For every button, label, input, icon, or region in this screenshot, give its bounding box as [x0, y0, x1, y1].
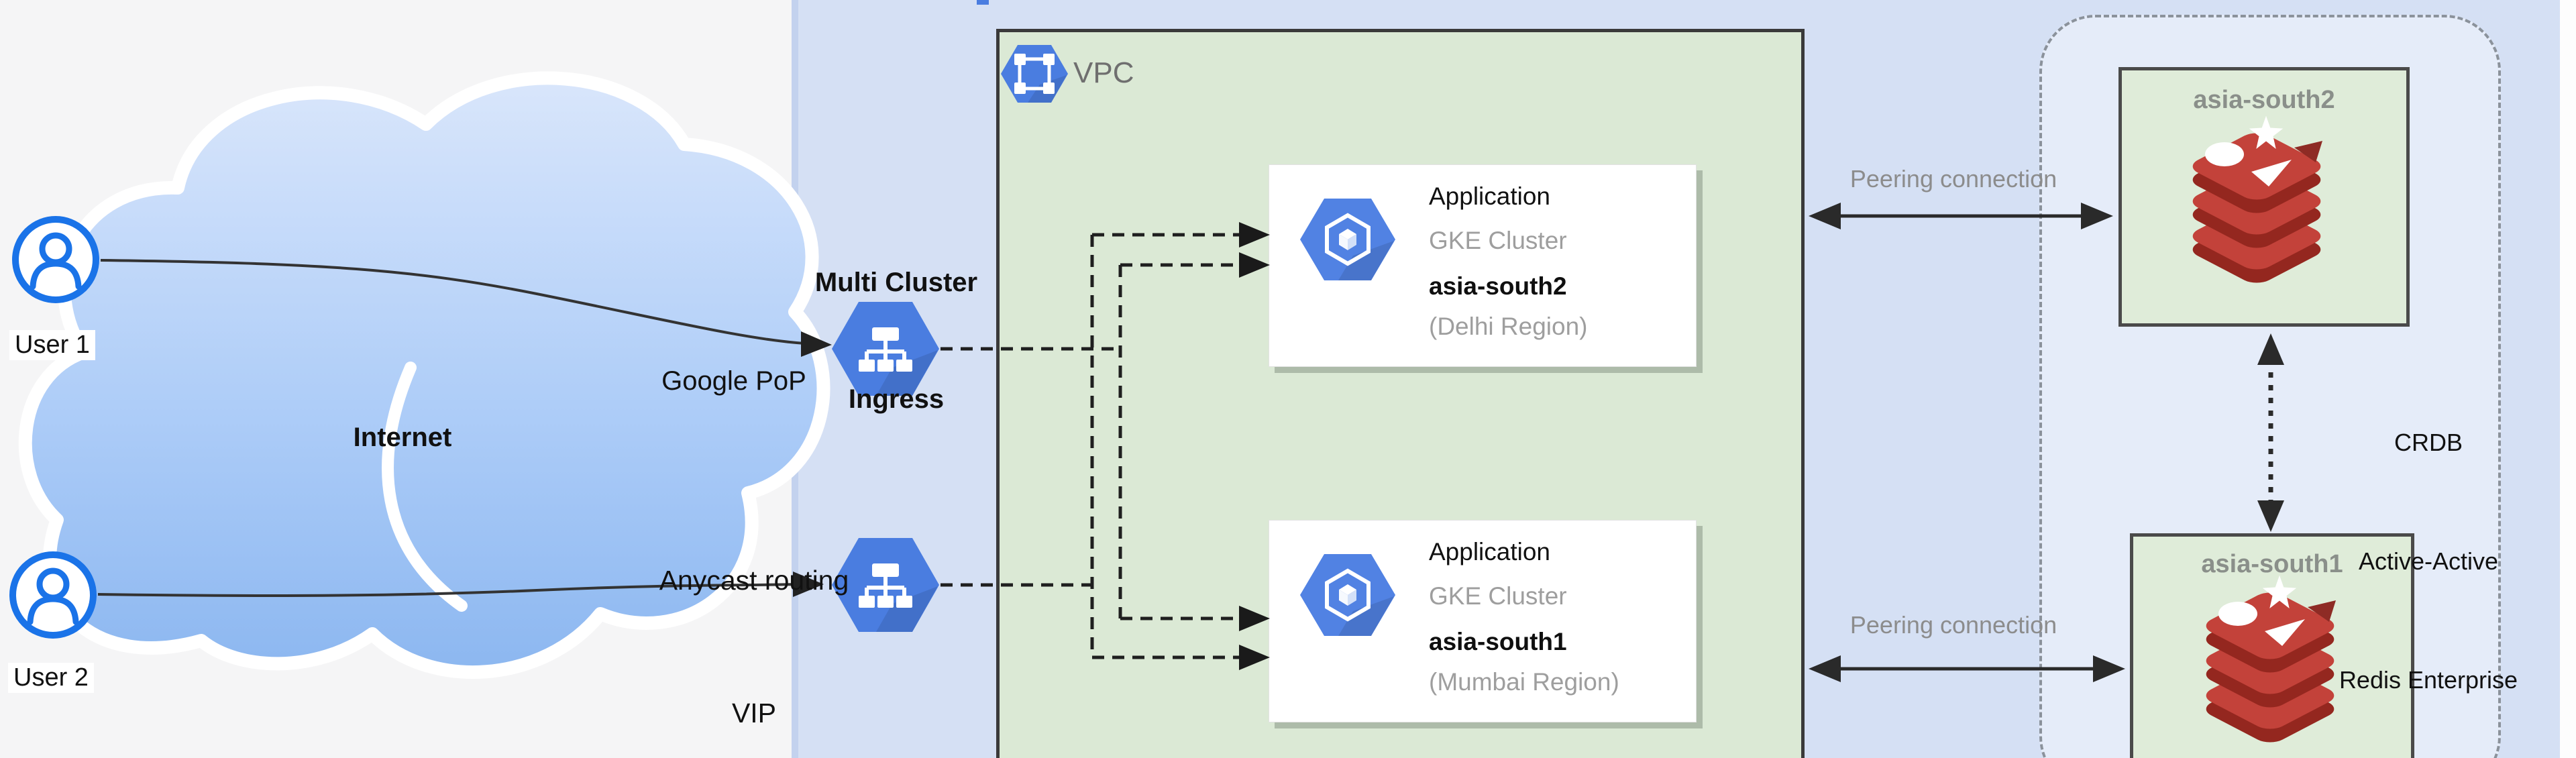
- user-1-label: User 1: [9, 330, 95, 360]
- user-1-icon: [12, 216, 99, 303]
- crdb-note-line2: Active-Active: [2358, 547, 2499, 575]
- peering-connection-label-top: Peering connection: [1849, 165, 2057, 193]
- internet-label: Internet: [353, 423, 452, 452]
- app1-region: (Delhi Region): [1429, 313, 1588, 340]
- crdb-note-line3: Redis Enterprise: [2339, 666, 2518, 694]
- anycast-routing-label-line2: VIP: [731, 698, 777, 728]
- peering-connection-label-bottom: Peering connection: [1849, 611, 2057, 639]
- app1-cluster-name: asia-south2: [1429, 272, 1567, 300]
- right-margin: [2560, 0, 2576, 758]
- multi-cluster-ingress-label-line1: Multi Cluster: [814, 268, 978, 297]
- user-2-icon: [9, 551, 97, 639]
- redis-cluster-label-asia-south2: asia-south2: [2193, 86, 2335, 114]
- user1-to-ingress-arrow: [100, 259, 832, 357]
- app1-title: Application: [1429, 182, 1551, 210]
- app2-region: (Mumbai Region): [1429, 668, 1619, 696]
- redis-cluster-label-asia-south1: asia-south1: [2201, 550, 2343, 578]
- app2-title: Application: [1429, 538, 1551, 565]
- app2-subtitle: GKE Cluster: [1429, 582, 1567, 610]
- cloud-fold-line: [382, 362, 468, 612]
- crdb-note-line1: CRDB: [2394, 429, 2463, 456]
- app1-subtitle: GKE Cluster: [1429, 227, 1567, 254]
- google-pop-label: Google PoP: [661, 366, 806, 396]
- multi-cluster-ingress-label-line2: Ingress: [848, 384, 945, 414]
- app2-cluster-name: asia-south1: [1429, 628, 1567, 655]
- anycast-routing-label-line1: Anycast routing: [659, 565, 849, 596]
- clipped-shape-notch: [977, 0, 989, 5]
- user-2-label: User 2: [8, 663, 94, 693]
- vpc-label: VPC: [1073, 56, 1134, 89]
